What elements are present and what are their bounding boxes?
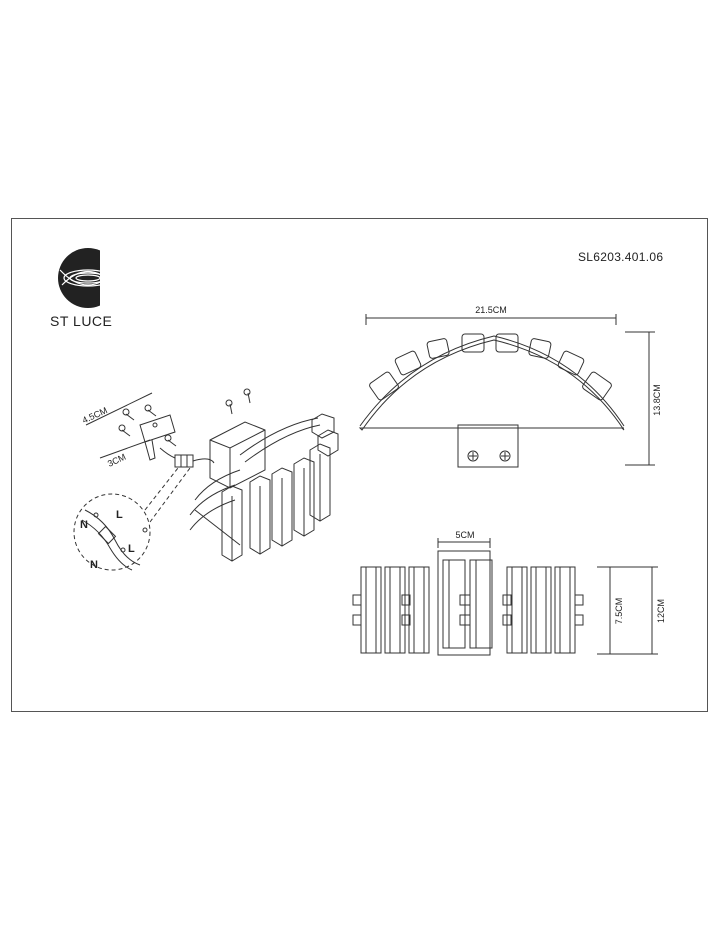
- crystal-blocks-top: [369, 333, 612, 401]
- height-label: 13.8CM: [652, 384, 662, 416]
- wiring-detail-circle: [73, 493, 151, 571]
- model-number: SL6203.401.06: [578, 250, 664, 264]
- live-label-bottom: L: [128, 543, 135, 555]
- front-view: [352, 538, 658, 656]
- crystal-blocks-front: [352, 559, 584, 654]
- neutral-label-top: N: [80, 519, 88, 531]
- lamp-body: [189, 417, 321, 546]
- mount-width-label: 4.5CM: [81, 405, 109, 425]
- drawing-frame: [11, 218, 708, 712]
- neutral-label-bottom: N: [90, 559, 98, 571]
- wall-plate-top: [457, 424, 519, 468]
- plate-width-label: 5CM: [455, 530, 474, 540]
- crystal-blocks-iso: [221, 413, 339, 562]
- brand-name: ST LUCE: [50, 313, 113, 329]
- brand-logo: [58, 248, 122, 308]
- terminal-block: [159, 447, 215, 468]
- wall-plate-front: [437, 550, 491, 656]
- mounting-bracket: [139, 414, 176, 461]
- isometric-view: [73, 388, 339, 571]
- width-label: 21.5CM: [475, 305, 507, 315]
- mount-width-dimension-line: [85, 392, 153, 426]
- screw-icon: [499, 450, 511, 462]
- depth-label: 12CM: [656, 599, 666, 623]
- mount-spacing-dimension-line: [99, 439, 151, 459]
- inner-depth-label: 7.5CM: [614, 598, 624, 625]
- top-view: [358, 314, 655, 468]
- screw-icon: [118, 388, 251, 447]
- wiring-detail: [81, 509, 148, 571]
- screw-icon: [467, 450, 479, 462]
- live-label-top: L: [116, 509, 123, 521]
